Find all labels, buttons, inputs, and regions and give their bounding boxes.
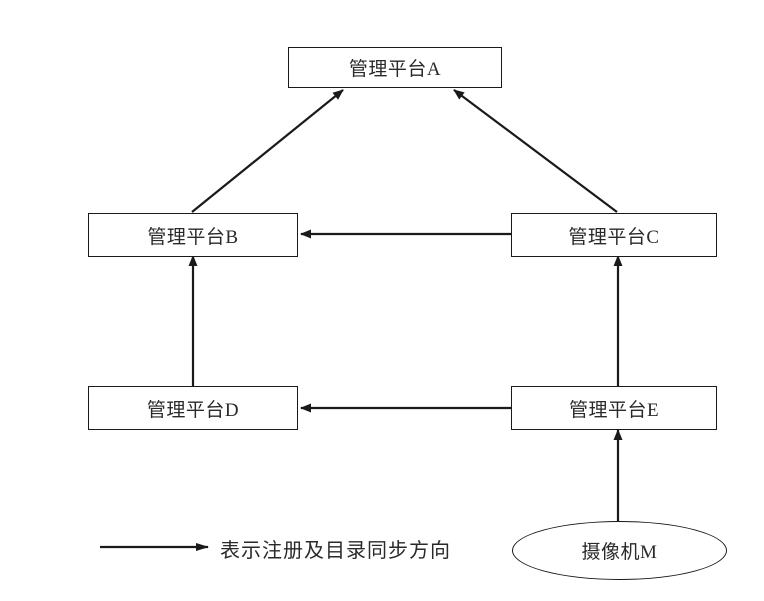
node-management-platform-c[interactable]: 管理平台C xyxy=(511,213,717,257)
node-label: 管理平台E xyxy=(568,399,660,421)
node-label: 摄像机M xyxy=(581,542,658,563)
legend-arrow-label: 表示注册及目录同步方向 xyxy=(220,540,451,562)
edge-b-to-a xyxy=(191,89,344,213)
node-camera-m[interactable]: 摄像机M xyxy=(512,521,727,580)
node-management-platform-b[interactable]: 管理平台B xyxy=(88,213,298,257)
node-label: 管理平台B xyxy=(147,226,239,248)
node-management-platform-d[interactable]: 管理平台D xyxy=(88,386,298,430)
node-label: 管理平台C xyxy=(568,226,660,248)
node-label: 管理平台D xyxy=(146,399,240,421)
node-management-platform-e[interactable]: 管理平台E xyxy=(511,386,717,430)
node-management-platform-a[interactable]: 管理平台A xyxy=(288,47,502,88)
edge-c-to-a xyxy=(453,89,618,213)
node-label: 管理平台A xyxy=(348,59,442,80)
